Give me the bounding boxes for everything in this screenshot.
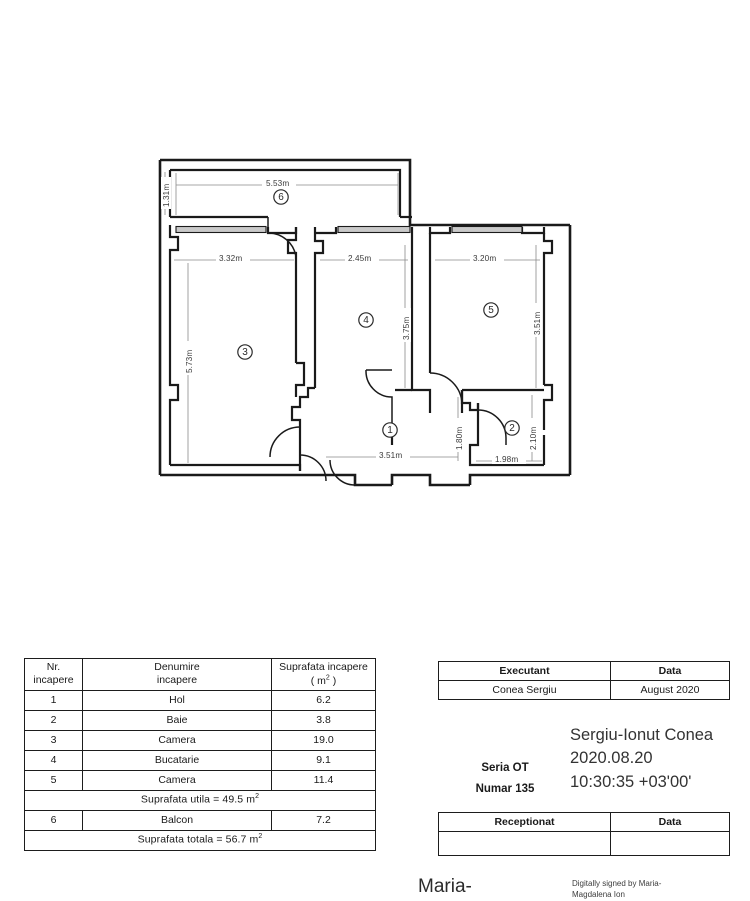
total-area-row: Suprafata totala = 56.7 m2 <box>24 829 376 851</box>
wall-inner-faces <box>168 168 554 471</box>
cell-room-name: Balcon <box>82 809 272 831</box>
receptionat-table: Receptionat Data <box>438 812 730 856</box>
dimension-lines <box>164 172 542 463</box>
table-row: 4 Bucatarie 9.1 <box>24 749 376 771</box>
seria-numar-block: Seria OT Numar 135 <box>440 758 570 801</box>
executant-table: Executant Data Conea Sergiu August 2020 <box>438 661 730 700</box>
table-header-row: Nr. incapere Denumire incapere Suprafata… <box>24 658 376 691</box>
table-row: 6 Balcon 7.2 <box>24 809 376 831</box>
dimension-label-room5-depth: 3.51m <box>533 312 542 335</box>
signature-secondary-detail: Digitally signed by Maria- Magdalena Ion <box>572 879 750 901</box>
cell-room-name: Camera <box>82 769 272 791</box>
dimension-label-room4-depth: 3.75m <box>402 317 411 340</box>
dimension-label-hol-depth: 1.80m <box>455 427 464 450</box>
total-area-total: Suprafata totala = 56.7 m2 <box>24 829 376 851</box>
value-executant-date: August 2020 <box>610 680 730 700</box>
value-receptionat-name <box>438 831 611 856</box>
cell-room-number: 5 <box>24 769 83 791</box>
room-number-4: 4 <box>363 315 369 326</box>
wall-outline <box>158 158 572 487</box>
door-swing-symbols <box>267 217 507 486</box>
room-marker-1: 1 <box>382 422 398 438</box>
dimension-label-hol-width: 3.51m <box>379 451 402 460</box>
header-room-area-unit: ( m2 ) <box>310 674 337 687</box>
header-receptionat: Receptionat <box>438 812 611 832</box>
header-room-area-line1: Suprafata incapere <box>279 661 368 673</box>
dimension-label-balcony-width: 5.53m <box>266 179 289 188</box>
header-executant-date: Data <box>610 661 730 681</box>
signature-secondary-name: Maria- <box>418 876 472 897</box>
signature-date: 2020.08.20 <box>570 749 653 768</box>
header-executant: Executant <box>438 661 611 681</box>
table-row: 2 Baie 3.8 <box>24 709 376 731</box>
room-number-markers: 6 3 4 5 1 2 <box>237 189 520 438</box>
cell-room-area: 11.4 <box>271 769 376 791</box>
room-number-6: 6 <box>278 192 284 203</box>
header-room-name-line2: incapere <box>156 674 198 687</box>
header-room-number: Nr. incapere <box>24 658 83 691</box>
room-schedule-table: Nr. incapere Denumire incapere Suprafata… <box>24 658 376 851</box>
window-symbols <box>175 225 523 234</box>
cell-room-name: Bucatarie <box>82 749 272 771</box>
seria-line: Seria OT <box>481 762 529 774</box>
receptionat-value-row <box>438 831 730 856</box>
cell-room-number: 6 <box>24 809 83 831</box>
usable-area-row: Suprafata utila = 49.5 m2 <box>24 789 376 811</box>
room-marker-3: 3 <box>237 344 253 360</box>
header-room-name: Denumire incapere <box>82 658 272 691</box>
dimension-label-room2-depth: 2.10m <box>529 427 538 450</box>
digital-signature-primary: Sergiu-Ionut Conea 2020.08.20 10:30:35 +… <box>570 724 750 794</box>
value-receptionat-date <box>610 831 730 856</box>
cell-room-number: 4 <box>24 749 83 771</box>
room-marker-5: 5 <box>483 302 499 318</box>
cell-room-area: 6.2 <box>271 689 376 711</box>
floor-plan-drawing: 5.53m 1.31m 3.32m 5.73m 2.45m 3.75m 3.20… <box>140 145 590 500</box>
room-number-1: 1 <box>387 425 393 436</box>
cell-room-area: 9.1 <box>271 749 376 771</box>
cell-room-name: Baie <box>82 709 272 731</box>
dimension-label-room5-width: 3.20m <box>473 254 496 263</box>
header-room-area: Suprafata incapere ( m2 ) <box>271 658 376 691</box>
signature-time: 10:30:35 +03'00' <box>570 772 692 791</box>
room-marker-6: 6 <box>273 189 289 205</box>
header-room-number-line1: Nr. <box>46 661 61 674</box>
cell-room-number: 3 <box>24 729 83 751</box>
signature-name: Sergiu-Ionut Conea <box>570 726 714 744</box>
numar-line: Numar 135 <box>475 783 535 796</box>
value-executant-name: Conea Sergiu <box>438 680 611 700</box>
executant-header-row: Executant Data <box>438 661 730 681</box>
floor-plan-svg: 5.53m 1.31m 3.32m 5.73m 2.45m 3.75m 3.20… <box>158 158 572 487</box>
header-room-number-line2: incapere <box>33 674 74 687</box>
table-row: 1 Hol 6.2 <box>24 689 376 711</box>
table-row: 5 Camera 11.4 <box>24 769 376 791</box>
cell-room-name: Camera <box>82 729 272 751</box>
executant-value-row: Conea Sergiu August 2020 <box>438 680 730 700</box>
header-receptionat-date: Data <box>610 812 730 832</box>
cell-room-number: 2 <box>24 709 83 731</box>
room-number-5: 5 <box>488 305 494 316</box>
cell-room-number: 1 <box>24 689 83 711</box>
dimension-label-room3-width: 3.32m <box>219 254 242 263</box>
usable-area-total: Suprafata utila = 49.5 m2 <box>24 789 376 811</box>
cell-room-area: 19.0 <box>271 729 376 751</box>
dimension-label-balcony-depth: 1.31m <box>162 184 171 207</box>
header-room-name-line1: Denumire <box>154 661 200 674</box>
table-row: 3 Camera 19.0 <box>24 729 376 751</box>
room-marker-2: 2 <box>504 420 520 436</box>
dimension-label-room3-depth: 5.73m <box>185 350 194 373</box>
signature-secondary-detail-line2: Magdalena Ion <box>572 889 625 899</box>
cell-room-name: Hol <box>82 689 272 711</box>
room-marker-4: 4 <box>358 312 374 328</box>
dimension-labels: 5.53m 1.31m 3.32m 5.73m 2.45m 3.75m 3.20… <box>161 177 542 464</box>
signature-secondary-detail-line1: Digitally signed by Maria- <box>572 879 662 888</box>
dimension-label-room4-width: 2.45m <box>348 254 371 263</box>
dimension-label-room2-width: 1.98m <box>495 455 518 464</box>
cell-room-area: 7.2 <box>271 809 376 831</box>
room-number-2: 2 <box>509 423 515 434</box>
cell-room-area: 3.8 <box>271 709 376 731</box>
receptionat-header-row: Receptionat Data <box>438 812 730 832</box>
room-number-3: 3 <box>242 347 248 358</box>
